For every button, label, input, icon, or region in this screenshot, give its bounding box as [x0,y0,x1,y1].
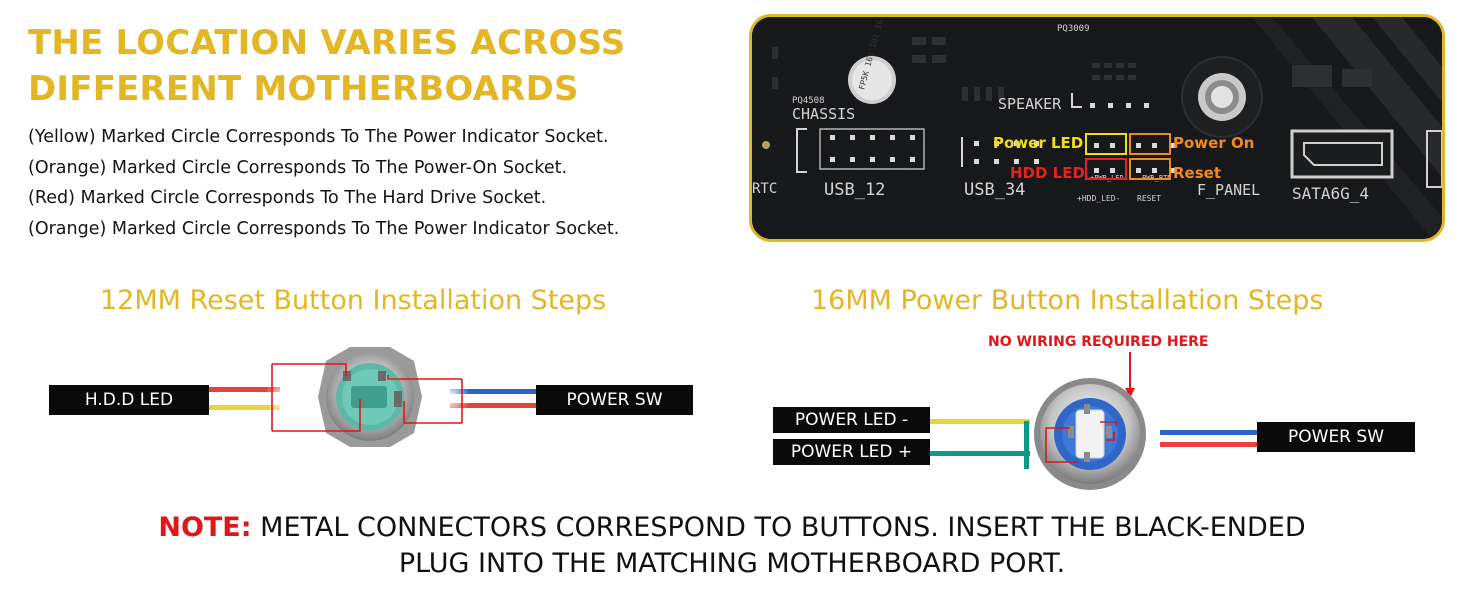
usb12-header [796,128,925,173]
glow-left [265,375,305,419]
headline-line-1: THE LOCATION VARIES ACROSS [28,23,626,63]
wire-teal-riser [1024,421,1029,469]
no-wiring-arrowhead [1125,388,1135,398]
description-item: (Orange) Marked Circle Corresponds To Th… [28,157,568,178]
via-dot [762,141,770,149]
wire-blue [1160,430,1260,435]
silkscreen-speaker: SPEAKER [998,95,1062,113]
callout-hdd-led: HDD LED [1010,164,1085,182]
wire-teal [930,451,1030,456]
wire-yellow-left [200,405,280,410]
motherboard-illustration: FP5K 16V 101 16 PQ3009 PQ4508 CHASSIS SP… [752,17,1442,239]
speaker-pins [1090,103,1149,108]
no-wiring-label: NO WIRING REQUIRED HERE [988,334,1209,350]
note-line-2: PLUG INTO THE MATCHING MOTHERBOARD PORT. [398,548,1066,579]
wire-yellow [930,419,1030,424]
wire-red [1160,442,1260,447]
reset-section-title: 12MM Reset Button Installation Steps [100,285,607,316]
highlight-power-on [1129,133,1171,155]
usb34-header [961,137,1039,167]
silkscreen-usb12: USB_12 [824,180,885,200]
silkscreen-pq3009: PQ3009 [1057,24,1090,34]
highlight-reset [1129,158,1171,180]
description-item: (Yellow) Marked Circle Corresponds To Th… [28,127,609,147]
tag-hdd-led: H.D.D LED [49,385,209,415]
power-button [1034,378,1146,490]
note-line-1: NOTE: METAL CONNECTORS CORRESPOND TO BUT… [0,510,1464,546]
wire-red-right [450,403,540,408]
tag-power-sw: POWER SW [1257,422,1415,452]
sata-connector [1290,129,1442,188]
callout-power-led: Power LED [993,134,1083,152]
note-text-1: METAL CONNECTORS CORRESPOND TO BUTTONS. … [251,512,1306,543]
description-item: (Red) Marked Circle Corresponds To The H… [28,188,547,208]
silkscreen-reset: RESET [1137,194,1161,203]
headline: THE LOCATION VARIES ACROSS DIFFERENT MOT… [28,20,728,112]
silkscreen-pq4508: PQ4508 [792,96,825,106]
power-button-diagram [930,352,1260,490]
power-section-title: 16MM Power Button Installation Steps [811,285,1324,316]
silkscreen-rtc: RTC [752,181,777,197]
headline-line-2: DIFFERENT MOTHERBOARDS [28,69,579,109]
power-wiring-brackets [1045,421,1117,463]
description-list: (Yellow) Marked Circle Corresponds To Th… [28,122,738,244]
tag-power-led-plus: POWER LED + [773,439,930,465]
highlight-power-led [1085,133,1127,155]
glow-right [430,375,470,419]
smd-components [772,37,1372,101]
silkscreen-sata: SATA6G_4 [1292,184,1369,203]
f-panel-pins [1094,143,1175,173]
silkscreen-f-panel: F_PANEL [1197,181,1260,199]
mount-hole [1181,56,1263,138]
reset-button [318,347,422,447]
motherboard-photo: FP5K 16V 101 16 PQ3009 PQ4508 CHASSIS SP… [749,14,1445,242]
silkscreen-usb34: USB_34 [964,180,1025,200]
wiring-brackets [271,363,463,432]
silkscreen-chassis: CHASSIS [792,105,855,123]
description-item: (Orange) Marked Circle Corresponds To Th… [28,218,620,239]
tag-reset-power-sw: POWER SW [536,385,693,415]
callout-reset: Reset [1173,164,1221,182]
wire-blue-right [450,389,540,394]
wire-red-left [200,387,280,392]
highlight-hdd-led [1085,158,1127,180]
note-label: NOTE: [158,512,252,543]
callout-power-on: Power On [1173,134,1254,152]
tag-power-led-minus: POWER LED - [773,407,930,433]
reset-button-diagram [200,347,540,447]
note: NOTE: METAL CONNECTORS CORRESPOND TO BUT… [0,510,1464,582]
silkscreen-hdd-led: +HDD_LED- [1077,194,1120,203]
